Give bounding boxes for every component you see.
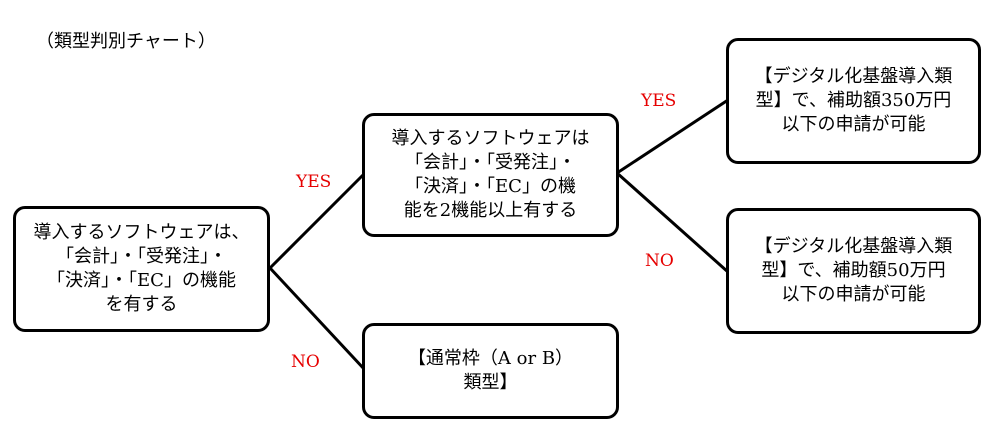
node-q2-line: 「会計」・「受発注」・ [405, 152, 576, 173]
node-start-line: 「決済」・「EC」の機能 [47, 270, 236, 291]
node-digital-50-line: 以下の申請が可能 [781, 284, 926, 305]
connector-start-to-normal [268, 266, 367, 372]
node-q2-line: 能を2機能以上有する [403, 200, 578, 221]
node-digital-50: 【デジタル化基盤導入類 型】で、補助額50万円 以下の申請が可能 [726, 208, 981, 334]
node-digital-350-line: 【デジタル化基盤導入類 [754, 66, 953, 87]
node-start-line: を有する [105, 294, 178, 315]
edge-label-q2-no: NO [645, 251, 674, 271]
node-q2-line: 「決済」・「EC」の機 [405, 176, 576, 197]
connector-q2-to-digital50 [616, 171, 729, 274]
node-start: 導入するソフトウェアは、 「会計」・「受発注」・ 「決済」・「EC」の機能 を有… [13, 206, 270, 332]
node-start-line: 導入するソフトウェアは、 [33, 222, 250, 243]
node-normal-line: 類型】 [463, 372, 518, 393]
edge-label-q2-yes: YES [641, 91, 677, 111]
node-start-line: 「会計」・「受発注」・ [56, 246, 227, 267]
connector-q2-to-digital350 [616, 98, 729, 175]
node-digital-350-line: 型】で、補助額350万円 [755, 90, 952, 111]
connector-start-to-q2 [268, 171, 367, 270]
node-q2-line: 導入するソフトウェアは [391, 128, 590, 149]
node-normal-line: 【通常枠（A or B） [407, 348, 574, 369]
edge-label-start-no: NO [291, 352, 320, 372]
node-digital-350: 【デジタル化基盤導入類 型】で、補助額350万円 以下の申請が可能 [726, 38, 981, 164]
node-digital-50-line: 型】で、補助額50万円 [761, 260, 946, 281]
node-digital-350-line: 以下の申請が可能 [781, 114, 926, 135]
chart-title: （類型判別チャート） [36, 31, 216, 52]
node-q2: 導入するソフトウェアは 「会計」・「受発注」・ 「決済」・「EC」の機 能を2機… [362, 113, 619, 237]
node-digital-50-line: 【デジタル化基盤導入類 [754, 236, 953, 257]
node-normal: 【通常枠（A or B） 類型】 [362, 323, 619, 419]
edge-label-start-yes: YES [296, 172, 332, 192]
